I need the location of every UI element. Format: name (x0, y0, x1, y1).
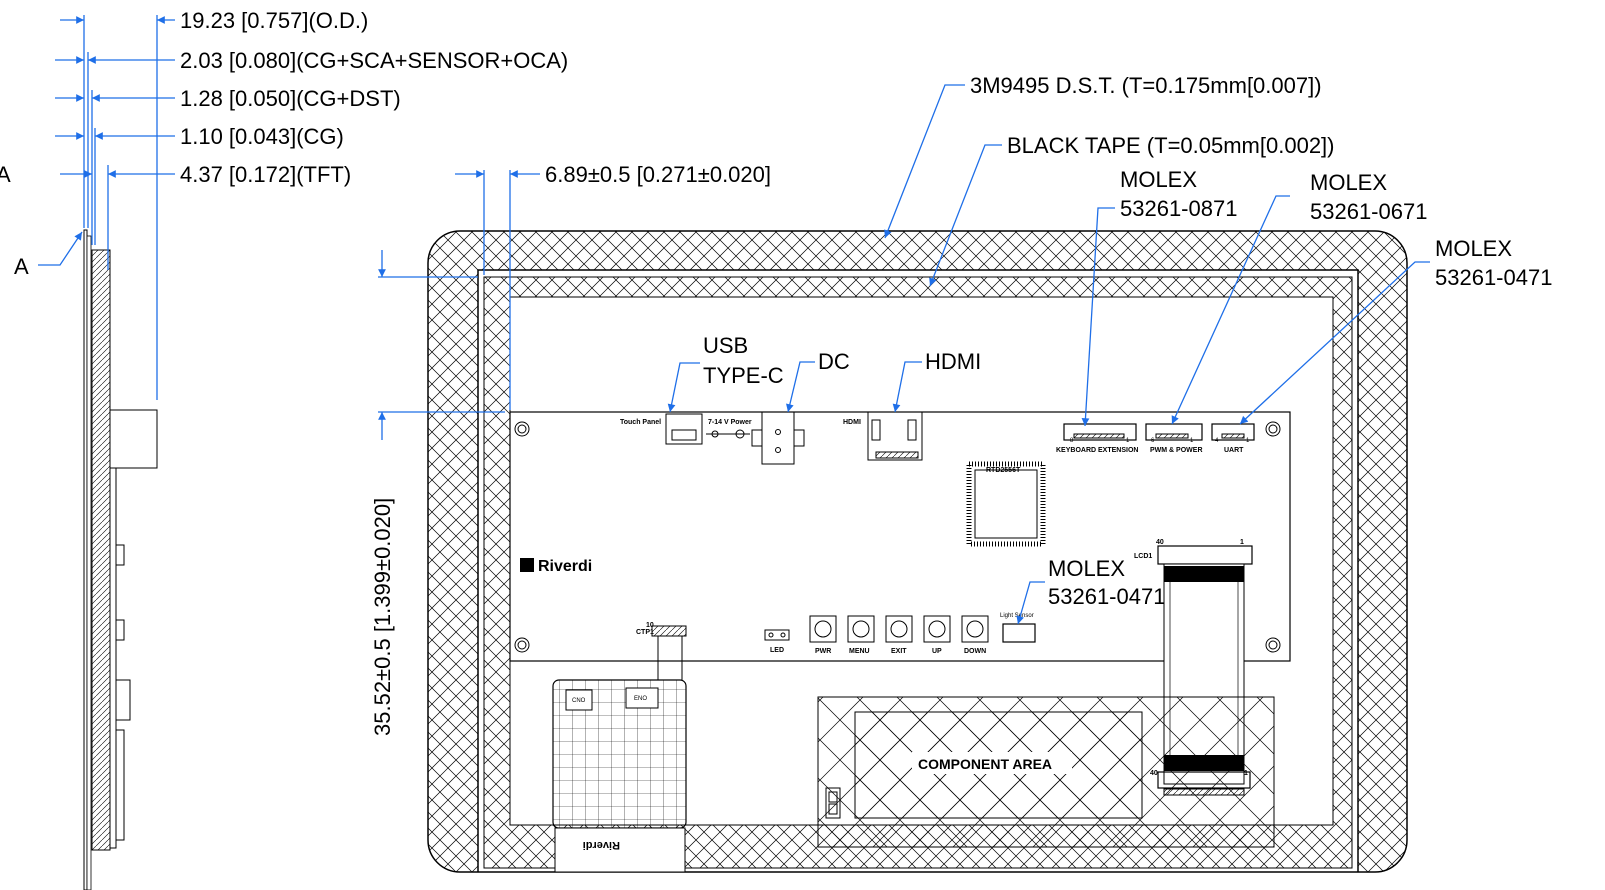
callout-molex-0871-part: 53261-0871 (1120, 196, 1237, 221)
board-light-sensor: Light Sensor (1000, 613, 1034, 619)
edge-label-a: A (0, 162, 11, 187)
callout-molex-0471-brand: MOLEX (1435, 236, 1512, 261)
pin-8: 8 (1070, 438, 1074, 444)
board-chip: RTD2556T (986, 467, 1021, 474)
front-view: 6.89±0.5 [0.271±0.020] 35.52±0.5 [1.399±… (370, 73, 1552, 873)
label-black-tape: BLACK TAPE (T=0.05mm[0.002]) (1007, 133, 1335, 158)
callout-molex-sensor-brand: MOLEX (1048, 556, 1125, 581)
pin-1a: 1 (1126, 438, 1130, 444)
board-power: 7-14 V Power (708, 419, 752, 426)
callout-molex-0671-brand: MOLEX (1310, 170, 1387, 195)
board-lcd: LCD1 (1134, 553, 1152, 560)
button-exit: EXIT (885, 615, 913, 655)
fpc-conn-cno: CNO (572, 698, 586, 704)
board-logo: Riverdi (538, 558, 592, 575)
button-exit-label: EXIT (891, 648, 907, 655)
board-keyboard-ext: KEYBOARD EXTENSION (1056, 447, 1138, 454)
callout-molex-0871-brand: MOLEX (1120, 167, 1197, 192)
button-pwr: PWR (809, 615, 837, 655)
dim-cg-sca-sensor-oca: 2.03 [0.080](CG+SCA+SENSOR+OCA) (180, 48, 568, 73)
board-ctp: CTP1 (636, 629, 654, 636)
button-down: DOWN (961, 615, 989, 655)
lcd-pin-1: 1 (1240, 539, 1244, 546)
board-led: LED (770, 647, 784, 654)
pin-6: 6 (1151, 438, 1155, 444)
component-area-label: COMPONENT AREA (918, 756, 1052, 772)
board-uart: UART (1224, 447, 1244, 454)
button-menu-label: MENU (849, 648, 870, 655)
detail-label-a: A (14, 254, 29, 279)
callout-molex-0471-part: 53261-0471 (1435, 265, 1552, 290)
callout-usb-line1: USB (703, 333, 748, 358)
fpc-logo: Riverdi (583, 839, 620, 851)
lcd-pin-40: 40 (1156, 539, 1164, 546)
button-menu: MENU (847, 615, 875, 655)
ctp-pins: 10 (646, 622, 654, 629)
side-view: 19.23 [0.757](O.D.) 2.03 [0.080](CG+SCA+… (0, 8, 568, 890)
button-down-label: DOWN (964, 648, 986, 655)
button-pwr-label: PWR (815, 648, 831, 655)
dim-offset: 6.89±0.5 [0.271±0.020] (545, 162, 771, 187)
callout-hdmi: HDMI (925, 349, 981, 374)
pin-1c: 1 (1246, 438, 1250, 444)
pin-1b: 1 (1190, 438, 1194, 444)
dim-cg: 1.10 [0.043](CG) (180, 124, 344, 149)
dim-od: 19.23 [0.757](O.D.) (180, 8, 368, 33)
callout-dc: DC (818, 349, 850, 374)
button-up: UP (923, 615, 951, 655)
dim-vertical: 35.52±0.5 [1.399±0.020] (370, 498, 395, 736)
button-up-label: UP (932, 648, 942, 655)
pin-4: 4 (1215, 438, 1219, 444)
board-pwm-power: PWM & POWER (1150, 447, 1203, 454)
board-hdmi-label: HDMI (843, 419, 861, 426)
callout-usb-line2: TYPE-C (703, 363, 784, 388)
dim-cg-dst: 1.28 [0.050](CG+DST) (180, 86, 401, 111)
fpc-conn-eno: ENO (634, 696, 647, 702)
callout-molex-0671-part: 53261-0671 (1310, 199, 1427, 224)
label-dst-tape: 3M9495 D.S.T. (T=0.175mm[0.007]) (970, 73, 1322, 98)
callout-molex-sensor-part: 53261-0471 (1048, 584, 1165, 609)
board-touch-panel: Touch Panel (620, 419, 661, 426)
dim-tft: 4.37 [0.172](TFT) (180, 162, 351, 187)
